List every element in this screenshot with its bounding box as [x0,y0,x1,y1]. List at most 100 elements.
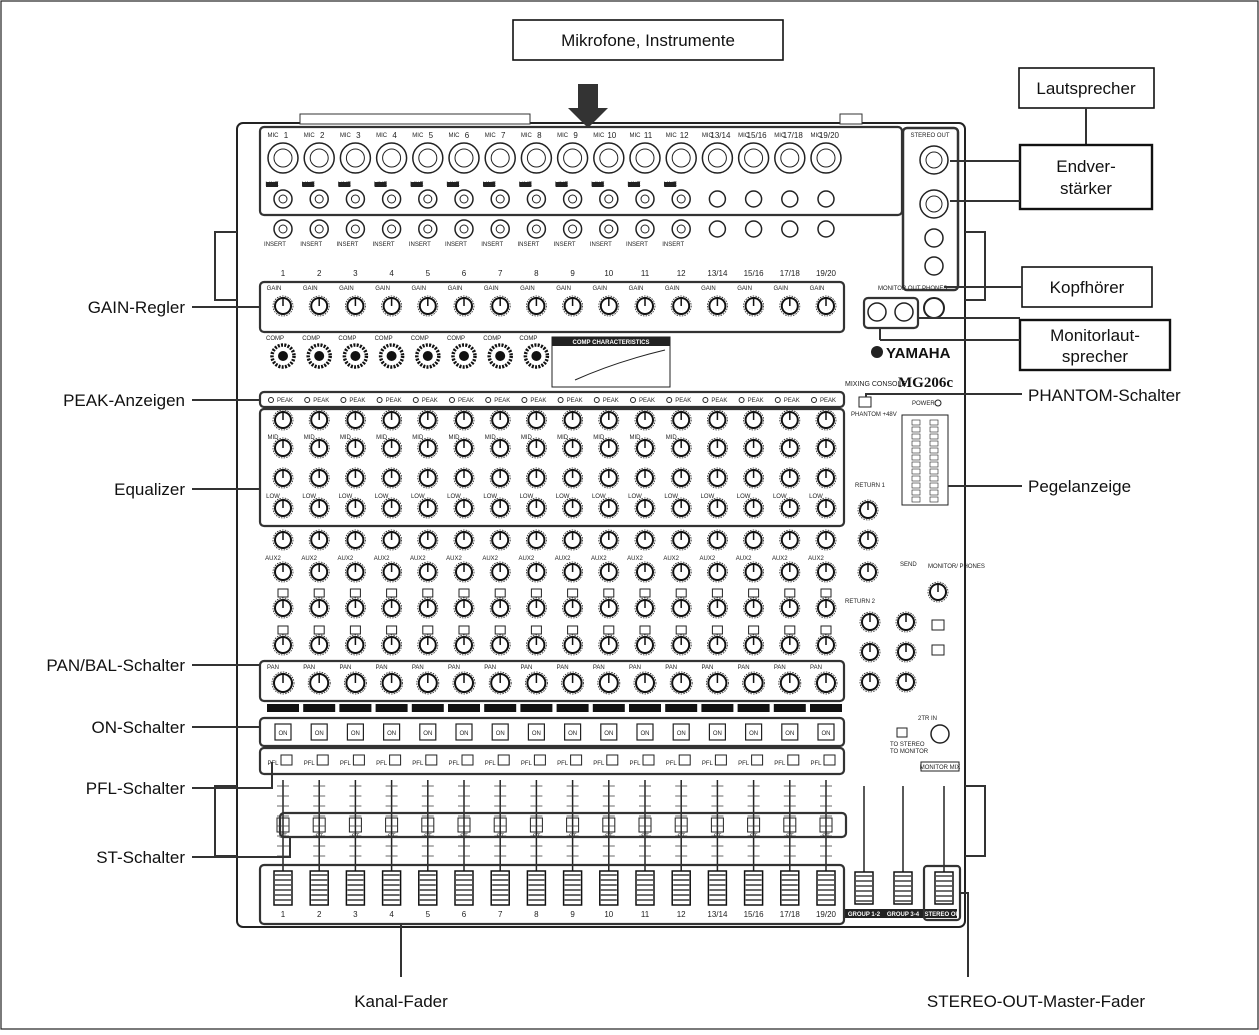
pre-switch-2[interactable] [277,625,289,635]
on-button[interactable] [817,723,835,741]
on-button[interactable] [383,723,401,741]
pre-switch[interactable] [494,588,506,598]
mic-xlr-input[interactable] [339,142,372,174]
stereo-out-l-jack[interactable] [924,228,944,248]
pfl-button[interactable] [389,754,402,766]
line-jack-r[interactable] [781,220,799,238]
on-button[interactable] [600,723,618,741]
mic-xlr-input[interactable] [484,142,516,174]
on-button[interactable] [781,723,799,741]
on-button[interactable] [310,723,328,741]
pre-switch[interactable] [458,588,470,598]
pre-switch-2[interactable] [639,625,651,635]
stereo-out-r-xlr[interactable] [919,189,949,219]
mic-xlr-input[interactable] [810,142,842,174]
on-button[interactable] [491,723,509,741]
insert-jack[interactable] [418,219,438,239]
mic-xlr-input[interactable] [267,142,299,174]
insert-jack[interactable] [671,219,691,239]
pfl-button[interactable] [787,754,800,766]
pre-switch[interactable] [711,588,723,598]
monitor-out-l-jack[interactable] [867,302,887,322]
mic-xlr-input[interactable] [665,142,697,174]
line-jack[interactable] [635,189,655,209]
line-jack-l[interactable] [708,190,727,208]
pfl-button[interactable] [533,754,546,766]
on-button[interactable] [419,723,437,741]
mic-xlr-input[interactable] [448,142,480,174]
phantom-switch[interactable] [858,396,872,408]
phones-jack[interactable] [923,297,945,319]
monitor-out-r-jack[interactable] [894,302,914,322]
line-jack[interactable] [309,189,329,209]
pre-switch-2[interactable] [784,625,796,635]
mic-xlr-input[interactable] [701,142,734,174]
mic-xlr-input[interactable] [303,142,335,174]
mic-xlr-input[interactable] [520,142,553,174]
on-button[interactable] [563,723,582,741]
insert-jack[interactable] [454,219,474,239]
line-jack-l[interactable] [817,190,835,208]
pfl-button[interactable] [606,754,619,766]
line-jack[interactable] [454,189,474,209]
pre-switch[interactable] [639,588,651,598]
pfl-button[interactable] [280,754,293,766]
pre-switch-2[interactable] [711,625,723,635]
insert-jack[interactable] [381,219,402,239]
on-button[interactable] [744,723,763,741]
line-jack[interactable] [562,189,583,209]
master-fader-knob[interactable] [854,871,874,905]
pfl-button[interactable] [352,754,365,766]
mic-xlr-input[interactable] [412,142,444,174]
insert-jack[interactable] [635,219,655,239]
line-jack[interactable] [418,189,438,209]
on-button[interactable] [274,723,292,741]
pre-switch[interactable] [313,588,325,598]
pre-switch-2[interactable] [494,625,506,635]
pre-switch[interactable] [422,588,434,598]
pre-switch-2[interactable] [458,625,470,635]
line-jack-l[interactable] [781,190,799,208]
mic-xlr-input[interactable] [556,142,589,174]
mic-xlr-input[interactable] [375,142,408,174]
pfl-button[interactable] [570,754,583,766]
line-jack-l[interactable] [744,190,763,208]
master-fader-knob[interactable] [934,871,954,905]
stereo-out-l-xlr[interactable] [919,145,949,175]
pre-switch[interactable] [820,588,832,598]
insert-jack[interactable] [526,219,547,239]
insert-jack[interactable] [309,219,329,239]
to-stereo-switch[interactable] [896,727,908,738]
line-jack[interactable] [345,189,366,209]
pre-switch-2[interactable] [675,625,687,635]
stereo-group-switch[interactable] [931,619,945,631]
line-jack[interactable] [526,189,547,209]
pre-switch-2[interactable] [530,625,542,635]
pfl-button[interactable] [461,754,474,766]
pre-switch[interactable] [748,588,760,598]
on-button[interactable] [708,723,727,741]
pre-switch-2[interactable] [603,625,615,635]
pre-switch-2[interactable] [422,625,434,635]
two-tr-in-knob[interactable] [930,724,950,744]
pre-switch-2[interactable] [313,625,325,635]
pre-switch-2[interactable] [386,625,398,635]
pfl-button[interactable] [714,754,727,766]
monitor-switch[interactable] [931,644,945,656]
pre-switch-2[interactable] [567,625,579,635]
insert-jack[interactable] [490,219,510,239]
pfl-button[interactable] [497,754,510,766]
on-button[interactable] [455,723,473,741]
pfl-button[interactable] [751,754,764,766]
line-jack-r[interactable] [744,220,763,238]
stereo-out-r-jack[interactable] [924,256,944,276]
insert-jack[interactable] [345,219,366,239]
line-jack[interactable] [490,189,510,209]
pfl-button[interactable] [425,754,438,766]
pfl-button[interactable] [642,754,655,766]
line-jack-r[interactable] [708,220,727,238]
insert-jack[interactable] [273,219,293,239]
pfl-button[interactable] [678,754,691,766]
pre-switch[interactable] [277,588,289,598]
insert-jack[interactable] [562,219,583,239]
